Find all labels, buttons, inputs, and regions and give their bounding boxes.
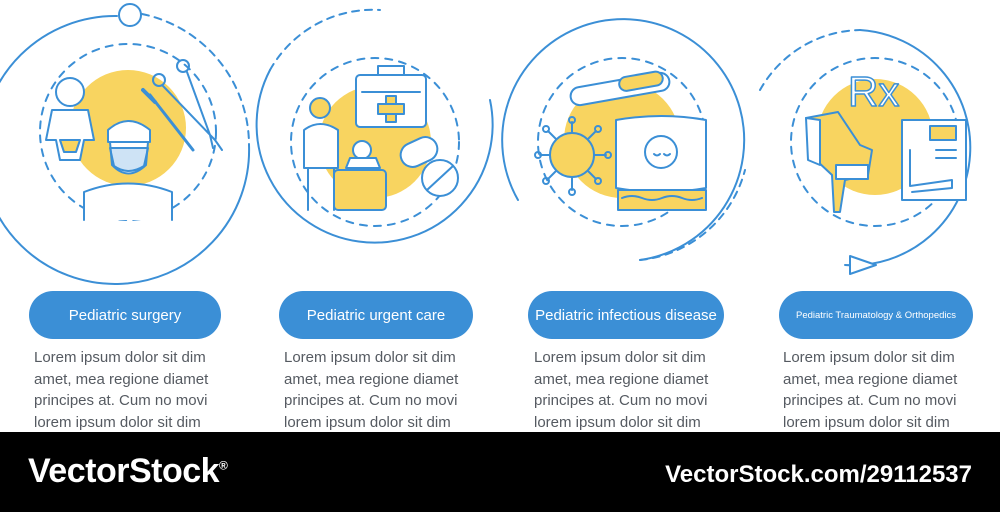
step-description-2: Lorem ipsum dolor sit dim amet, mea regi…	[284, 347, 484, 431]
description-line: principes at. Cum no movi	[783, 392, 957, 409]
description-line: amet, mea regione diamet	[34, 370, 209, 388]
step-label-pediatric-traumatology: Pediatric Traumatology & Orthopedics	[779, 291, 973, 339]
circle-arc-2	[255, 69, 494, 244]
surgery-icon	[45, 59, 223, 221]
inner-dashed-circle-2	[290, 57, 460, 227]
dashed-arc-4	[759, 29, 861, 91]
description-line: lorem ipsum dolor sit dim	[34, 413, 201, 431]
dashed-arc-3	[639, 169, 746, 261]
step-description-4: Lorem ipsum dolor sit dim amet, mea regi…	[783, 347, 983, 431]
watermark-footer: VectorStock® VectorStock.com/29112537	[0, 432, 1000, 512]
vectorstock-logo: VectorStock®	[28, 452, 228, 491]
end-arrow-icon	[849, 255, 877, 275]
circle-arc-1	[0, 14, 251, 285]
step-label-pediatric-urgent-care: Pediatric urgent care	[279, 291, 473, 339]
step-description-3: Lorem ipsum dolor sit dim amet, mea regi…	[534, 347, 734, 431]
circle-arc-4	[844, 29, 972, 267]
first-aid-icon	[303, 65, 459, 211]
description-line: lorem ipsum dolor sit dim	[783, 413, 950, 431]
start-dot	[118, 3, 142, 27]
inner-dashed-circle-1	[39, 43, 217, 221]
description-line: Lorem ipsum dolor sit dim	[34, 349, 206, 366]
image-id: VectorStock.com/29112537	[665, 461, 972, 488]
virus-icon	[534, 70, 707, 211]
description-line: principes at. Cum no movi	[34, 392, 208, 409]
dashed-arc-2	[269, 8, 381, 71]
description-line: amet, mea regione diamet	[534, 370, 709, 388]
orthopedics-icon: Rx	[805, 67, 967, 213]
step-label-pediatric-surgery: Pediatric surgery	[29, 291, 221, 339]
description-line: amet, mea regione diamet	[783, 370, 958, 388]
description-line: Lorem ipsum dolor sit dim	[284, 349, 456, 366]
step-label-pediatric-infectious-disease: Pediatric infectious disease	[528, 291, 724, 339]
description-line: amet, mea regione diamet	[284, 370, 459, 388]
dashed-arc-1	[141, 13, 250, 146]
description-line: Lorem ipsum dolor sit dim	[783, 349, 955, 366]
rx-symbol: Rx	[848, 68, 899, 115]
registered-mark: ®	[219, 458, 228, 473]
description-line: principes at. Cum no movi	[284, 392, 458, 409]
infographic-illustration: Rx	[0, 3, 972, 285]
description-line: principes at. Cum no movi	[534, 392, 708, 409]
circle-arc-3	[501, 18, 746, 261]
description-line: Lorem ipsum dolor sit dim	[534, 349, 706, 366]
brand-name: VectorStock	[28, 452, 220, 490]
description-line: lorem ipsum dolor sit dim	[284, 413, 451, 431]
description-line: lorem ipsum dolor sit dim	[534, 413, 701, 431]
step-description-1: Lorem ipsum dolor sit dim amet, mea regi…	[34, 347, 234, 431]
